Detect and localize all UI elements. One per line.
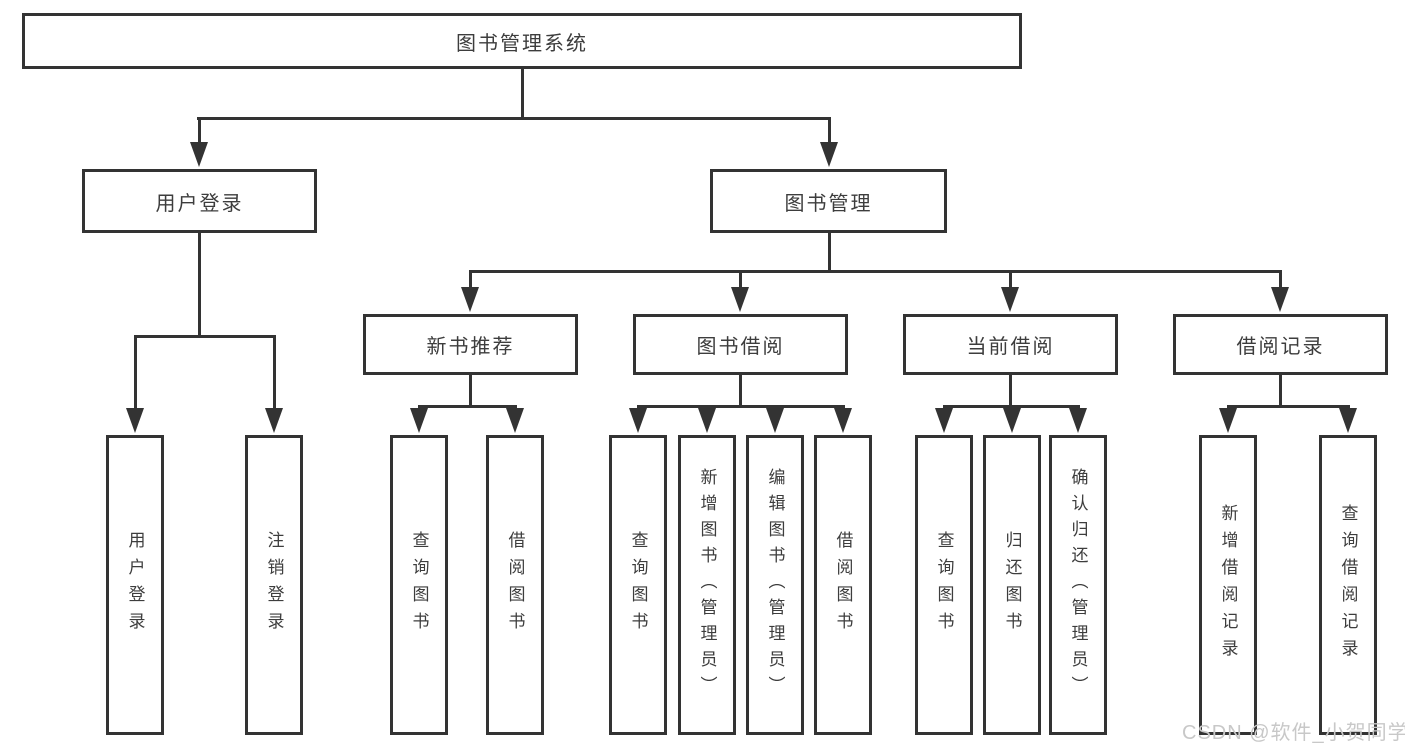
leaf-add-borrow-record: 新增借阅记录 [1199,435,1257,735]
arrowhead-leaf-borrow-1 [506,408,524,433]
node-new-book-recommend-label: 新书推荐 [426,336,515,358]
arrowhead-leaf-add-record [1219,408,1237,433]
leaf-edit-book-admin-label: 编辑图书（管理员） [765,468,785,702]
leaf-add-borrow-record-label: 新增借阅记录 [1218,504,1238,666]
connector-borrow-records-rail [1227,405,1349,408]
arrowhead-leaf-query-3 [935,408,953,433]
node-current-borrow-label: 当前借阅 [966,336,1055,358]
connector-borrow-records-stem [1279,375,1282,407]
leaf-borrow-books-1: 借阅图书 [486,435,544,735]
arrowhead-leaf-user-login [126,408,144,433]
leaf-query-books-1-label: 查询图书 [409,531,429,639]
leaf-add-book-admin-label: 新增图书（管理员） [697,468,717,702]
connector-to-new-book-rec [469,270,472,289]
connector-to-book-borrow [739,270,742,289]
leaf-query-books-3-label: 查询图书 [934,531,954,639]
leaf-edit-book-admin: 编辑图书（管理员） [746,435,804,735]
node-root: 图书管理系统 [22,13,1022,69]
arrowhead-leaf-query-1 [410,408,428,433]
leaf-return-book: 归还图书 [983,435,1041,735]
connector-book-mgmt-stem [828,233,831,273]
leaf-borrow-books-1-label: 借阅图书 [505,531,525,639]
connector-current-borrow-stem [1009,375,1012,407]
node-book-management-label: 图书管理 [784,192,873,215]
node-book-borrow-label: 图书借阅 [696,336,785,358]
connector-to-book-mgmt [828,117,831,144]
connector-book-borrow-rail [637,405,845,408]
node-book-management: 图书管理 [710,169,947,233]
arrowhead-leaf-logout [265,408,283,433]
leaf-add-book-admin: 新增图书（管理员） [678,435,736,735]
node-root-label: 图书管理系统 [456,32,588,55]
arrowhead-borrow-records [1271,287,1289,312]
arrowhead-leaf-return [1003,408,1021,433]
connector-to-user-login [198,117,201,144]
arrowhead-user-login [190,142,208,167]
node-user-login: 用户登录 [82,169,317,233]
connector-book-mgmt-rail [469,270,1282,273]
csdn-watermark: CSDN @软件_小贺同学 [1182,722,1405,744]
node-new-book-recommend: 新书推荐 [363,314,578,375]
arrowhead-new-book-rec [461,287,479,312]
leaf-logout: 注销登录 [245,435,303,735]
arrowhead-leaf-confirm-return [1069,408,1087,433]
leaf-confirm-return-admin: 确认归还（管理员） [1049,435,1107,735]
leaf-user-login: 用户登录 [106,435,164,735]
node-borrow-records-label: 借阅记录 [1236,336,1325,358]
connector-user-login-stem [198,233,201,338]
leaf-query-books-2-label: 查询图书 [628,531,648,639]
arrowhead-book-borrow [731,287,749,312]
leaf-user-login-label: 用户登录 [125,531,145,639]
arrowhead-leaf-add-book [698,408,716,433]
leaf-confirm-return-admin-label: 确认归还（管理员） [1068,468,1088,702]
leaf-query-books-2: 查询图书 [609,435,667,735]
node-current-borrow: 当前借阅 [903,314,1118,375]
leaf-query-borrow-record: 查询借阅记录 [1319,435,1377,735]
arrowhead-book-mgmt [820,142,838,167]
arrowhead-leaf-edit-book [766,408,784,433]
node-book-borrow: 图书借阅 [633,314,848,375]
arrowhead-leaf-borrow-2 [834,408,852,433]
connector-root-rail [197,117,831,120]
connector-to-current-borrow [1009,270,1012,289]
connector-to-leaf-logout [273,335,276,413]
node-borrow-records: 借阅记录 [1173,314,1388,375]
connector-to-leaf-user-login [134,335,137,413]
leaf-logout-label: 注销登录 [264,531,284,639]
connector-book-borrow-stem [739,375,742,407]
leaf-borrow-books-2: 借阅图书 [814,435,872,735]
connector-user-login-rail [134,335,275,338]
leaf-query-books-1: 查询图书 [390,435,448,735]
leaf-query-borrow-record-label: 查询借阅记录 [1338,504,1358,666]
arrowhead-leaf-query-record [1339,408,1357,433]
leaf-return-book-label: 归还图书 [1002,531,1022,639]
connector-new-book-rec-rail [418,405,517,408]
connector-to-borrow-records [1279,270,1282,289]
node-user-login-label: 用户登录 [155,192,244,215]
leaf-query-books-3: 查询图书 [915,435,973,735]
leaf-borrow-books-2-label: 借阅图书 [833,531,853,639]
connector-new-book-rec-stem [469,375,472,407]
arrowhead-leaf-query-2 [629,408,647,433]
arrowhead-current-borrow [1001,287,1019,312]
connector-root-stem [521,69,524,118]
